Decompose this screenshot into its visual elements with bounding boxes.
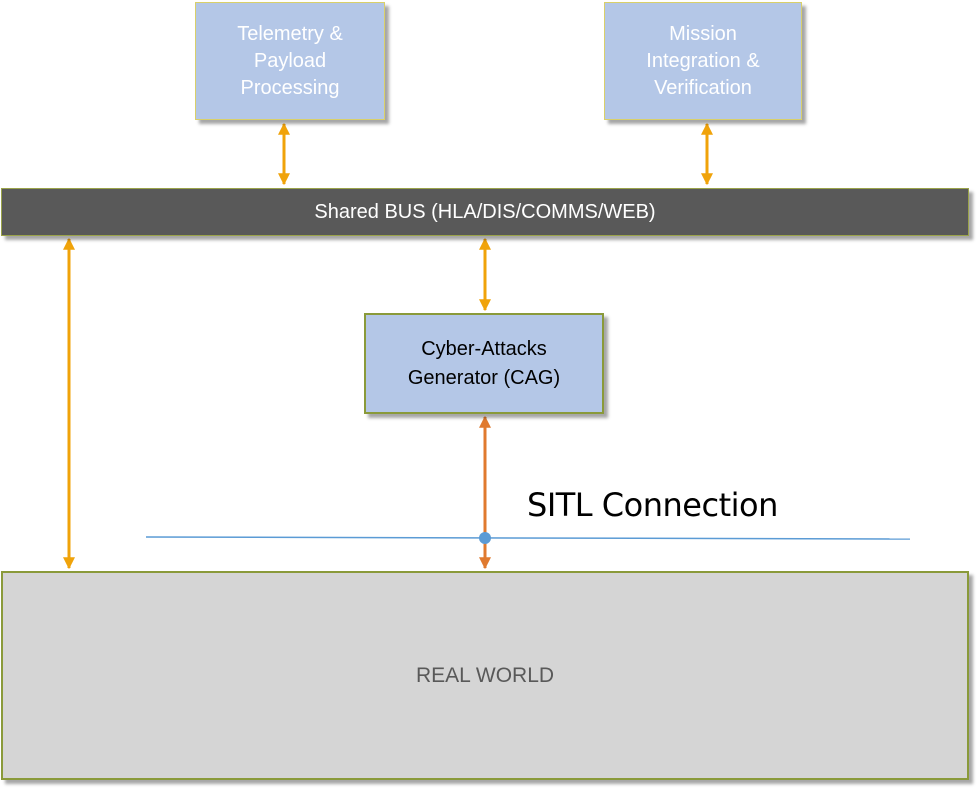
mission-integration-node: Mission Integration & Verification <box>604 2 802 120</box>
sitl-line <box>145 536 911 540</box>
shared-bus-label: Shared BUS (HLA/DIS/COMMS/WEB) <box>314 200 656 223</box>
telemetry-payload-label: Telemetry & Payload Processing <box>237 22 343 99</box>
sitl-connection-label: SITL Connection <box>527 486 778 524</box>
mission-integration-label: Mission Integration & Verification <box>646 22 760 99</box>
real-world-node: REAL WORLD <box>1 571 969 780</box>
shared-bus: Shared BUS (HLA/DIS/COMMS/WEB) <box>1 188 969 236</box>
telemetry-payload-node: Telemetry & Payload Processing <box>195 2 385 120</box>
sitl-junction-dot <box>479 532 491 544</box>
real-world-label: REAL WORLD <box>415 664 555 687</box>
cyber-attacks-generator-label: Cyber-Attacks Generator (CAG) <box>407 337 561 389</box>
cyber-attacks-generator-node: Cyber-Attacks Generator (CAG) <box>364 313 604 414</box>
